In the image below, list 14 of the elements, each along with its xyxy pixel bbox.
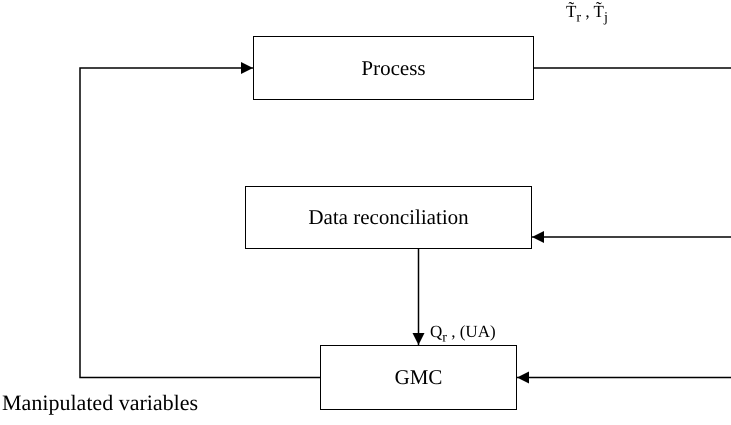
arrow bbox=[79, 62, 320, 378]
process-box bbox=[245, 186, 532, 249]
edge-label: T̃$_{r}$ , T̃$_{j}$ bbox=[566, 2, 608, 26]
arrow bbox=[517, 372, 731, 384]
line bbox=[534, 67, 731, 69]
note-text: Manipulated variables bbox=[2, 390, 198, 416]
arrow bbox=[532, 231, 731, 243]
box-label: Process bbox=[361, 56, 426, 80]
arrow bbox=[412, 249, 424, 345]
process-box bbox=[253, 36, 534, 100]
edge-label: Q$_{r}$ , (UA) bbox=[430, 322, 496, 346]
process-box bbox=[320, 345, 517, 410]
box-label: GMC bbox=[394, 365, 442, 390]
box-label: Data reconciliation bbox=[308, 205, 469, 230]
